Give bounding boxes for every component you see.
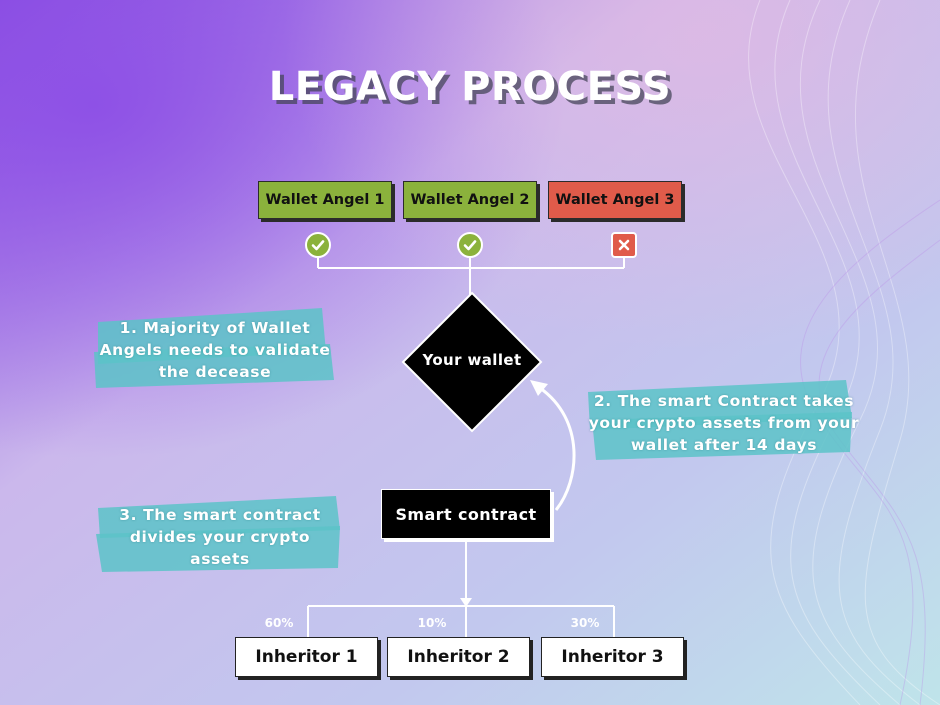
share-inheritor-1: 60%	[264, 616, 294, 630]
note-step-2-line-3: wallet after 14 days	[630, 436, 818, 454]
inheritor-3-label: Inheritor 3	[561, 647, 664, 667]
wallet-diamond[interactable]	[401, 291, 543, 433]
note-step-1-line-1: 1. Majority of Wallet	[119, 319, 311, 337]
note-step-3: 3. The smart contract divides your crypt…	[100, 504, 340, 570]
note-step-3-line-1: 3. The smart contract	[119, 506, 321, 524]
share-inheritor-3: 30%	[570, 616, 600, 630]
share-inheritor-2: 10%	[417, 616, 447, 630]
smart-contract-box[interactable]: Smart contract	[381, 489, 551, 539]
note-step-3-line-3: assets	[190, 550, 250, 568]
note-step-2-line-2: your crypto assets from your	[588, 414, 860, 432]
note-step-2-line-1: 2. The smart Contract takes	[593, 392, 855, 410]
note-step-1-line-2: Angels needs to validate	[99, 341, 331, 359]
inheritor-connectors	[307, 539, 615, 637]
inheritor-3-box[interactable]: Inheritor 3	[541, 637, 684, 677]
note-step-2: 2. The smart Contract takes your crypto …	[588, 390, 860, 456]
cross-icon	[611, 232, 637, 258]
check-icon	[457, 232, 483, 258]
inheritor-1-label: Inheritor 1	[255, 647, 358, 667]
angel-connectors	[317, 258, 625, 295]
curved-arrow	[539, 386, 576, 511]
smart-contract-label: Smart contract	[395, 504, 537, 524]
wallet-angel-2-label: Wallet Angel 2	[410, 192, 530, 208]
note-step-1-line-3: the decease	[158, 363, 272, 381]
page-title: LEGACY PROCESS	[268, 64, 672, 110]
wallet-angel-3-label: Wallet Angel 3	[555, 192, 675, 208]
wallet-angel-2[interactable]: Wallet Angel 2	[403, 181, 537, 219]
note-step-1: 1. Majority of Wallet Angels needs to va…	[90, 317, 340, 383]
note-highlights	[94, 308, 852, 572]
wallet-angel-1[interactable]: Wallet Angel 1	[258, 181, 392, 219]
wallet-angel-1-label: Wallet Angel 1	[265, 192, 385, 208]
inheritor-2-box[interactable]: Inheritor 2	[387, 637, 530, 677]
wallet-label: Your wallet	[422, 351, 522, 369]
wallet-angel-3[interactable]: Wallet Angel 3	[548, 181, 682, 219]
down-arrowhead	[460, 598, 472, 607]
check-icon	[305, 232, 331, 258]
inheritor-1-box[interactable]: Inheritor 1	[235, 637, 378, 677]
curved-arrowhead	[530, 380, 548, 396]
note-step-3-line-2: divides your crypto	[129, 528, 311, 546]
inheritor-2-label: Inheritor 2	[407, 647, 510, 667]
